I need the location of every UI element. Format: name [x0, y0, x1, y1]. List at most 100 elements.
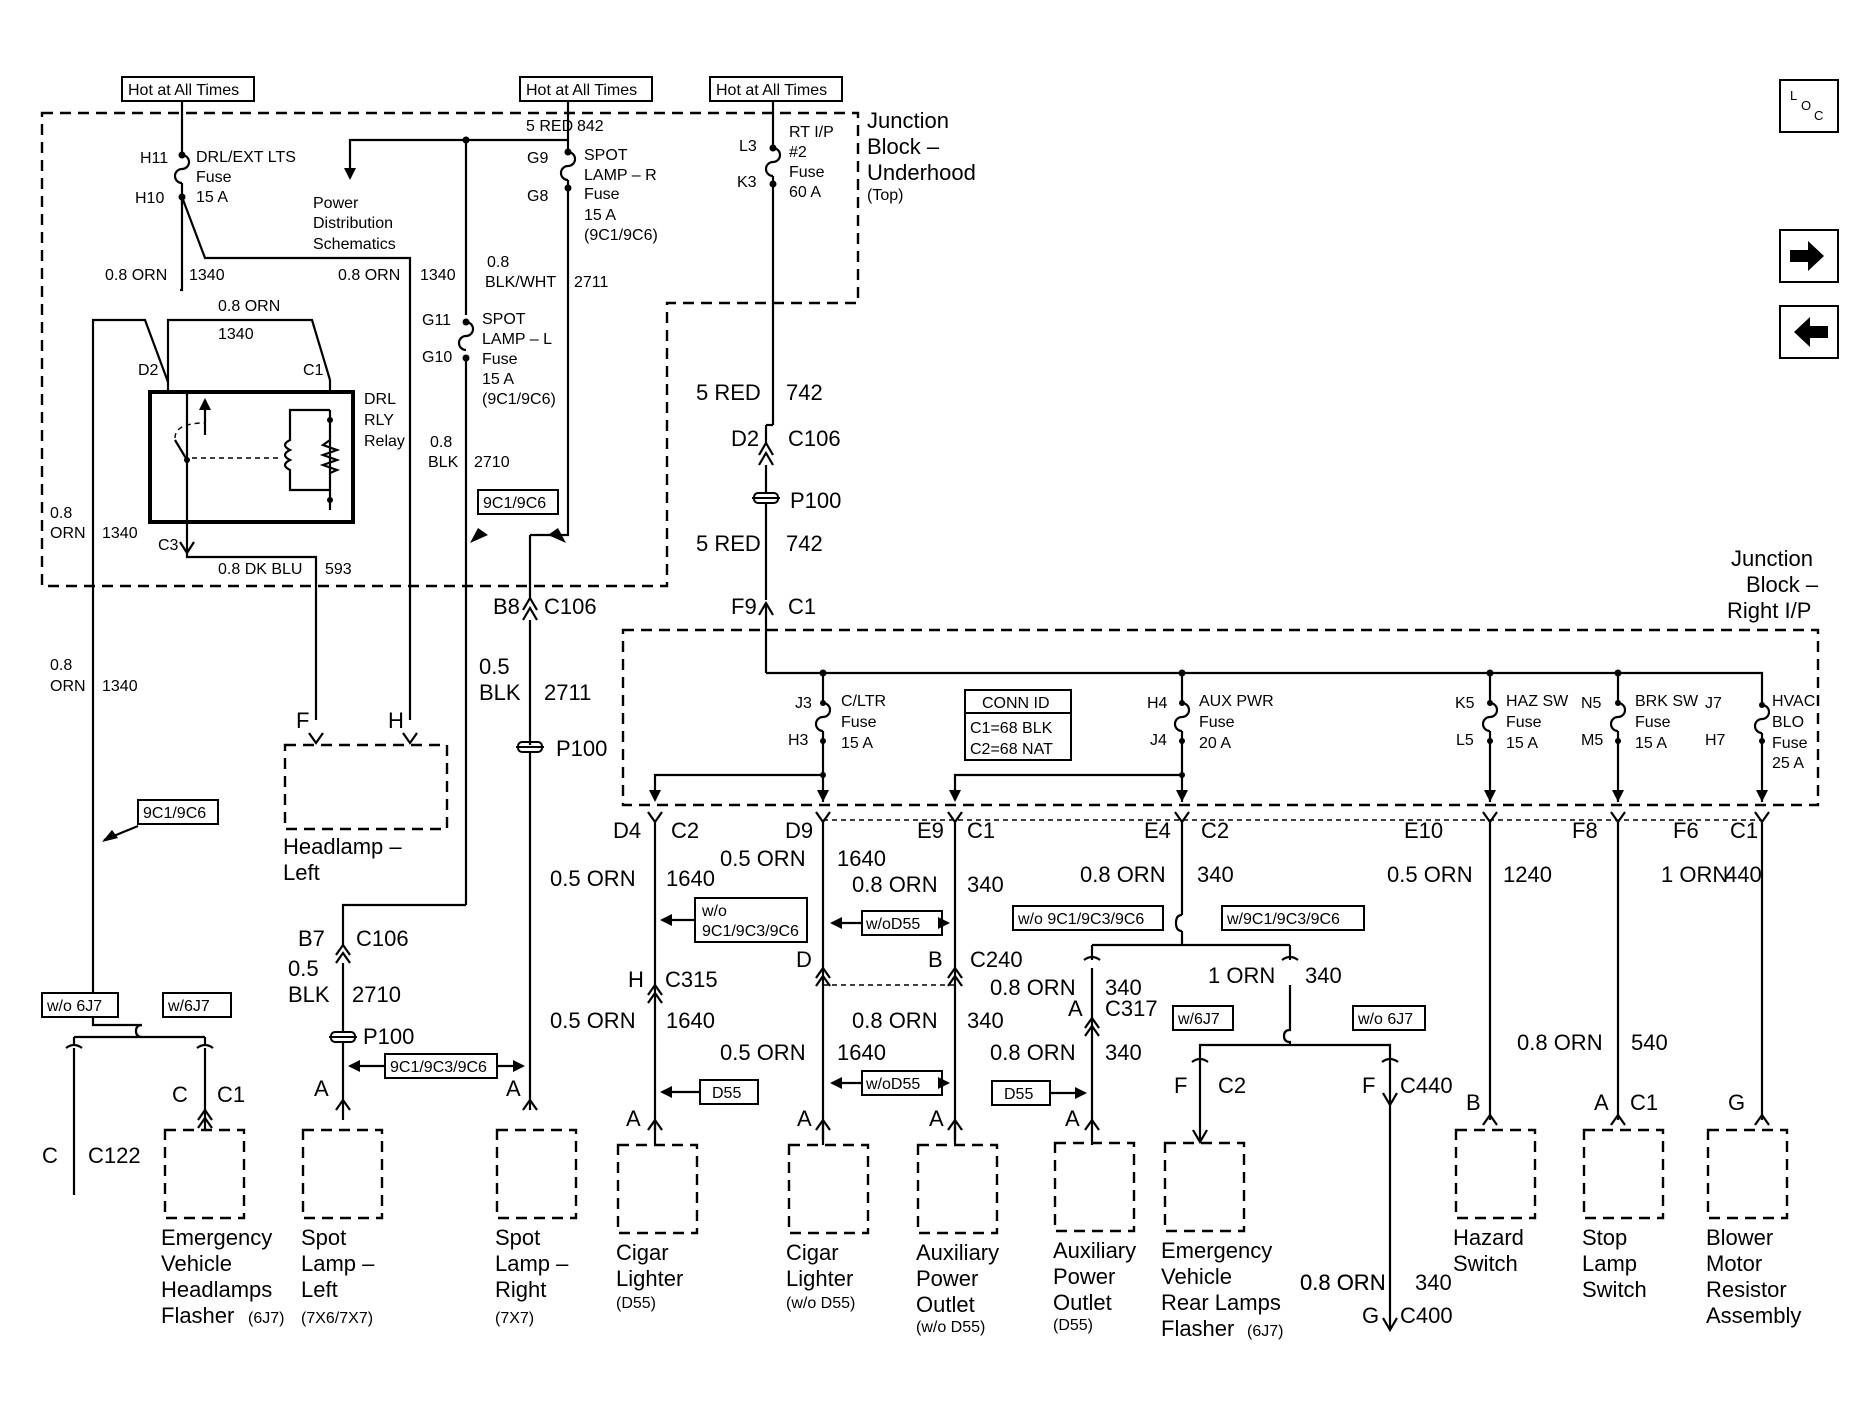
svg-text:ORN: ORN — [50, 678, 86, 695]
svg-text:Spot: Spot — [495, 1225, 540, 1250]
svg-text:0.8: 0.8 — [50, 505, 72, 522]
ip-connector-row: D4 C2 D9 E9 C1 E4 C2 E10 F8 F6 C1 — [613, 818, 1758, 843]
svg-text:0.5: 0.5 — [479, 654, 510, 679]
next-page-button[interactable] — [1779, 229, 1839, 283]
svg-text:2711: 2711 — [574, 274, 609, 291]
conn-h-c315: H C315 — [628, 967, 718, 1004]
junction-underhood-label: Junction Block – Underhood (Top) — [867, 108, 976, 204]
svg-text:J3: J3 — [795, 695, 812, 712]
svg-text:Right: Right — [495, 1277, 546, 1302]
svg-text:G: G — [1362, 1303, 1379, 1328]
svg-text:L3: L3 — [739, 138, 757, 155]
left-orn-label: 0.8 ORN 1340 — [50, 657, 138, 695]
svg-text:C400: C400 — [1400, 1303, 1453, 1328]
option-w6j7-box: w/6J7 — [162, 992, 232, 1018]
svg-text:C1: C1 — [1730, 818, 1758, 843]
option-w6j7-r-box: w/6J7 — [1172, 1005, 1234, 1031]
brk-sw-fuse: N5 M5 BRK SW Fuse 15 A — [1581, 673, 1699, 802]
junction-block-underhood-outline — [40, 111, 860, 588]
svg-text:F: F — [1362, 1073, 1375, 1098]
svg-text:Fuse: Fuse — [1772, 735, 1808, 752]
svg-text:E4: E4 — [1144, 818, 1171, 843]
svg-text:K5: K5 — [1455, 695, 1475, 712]
spot-l-fuse: G11 G10 SPOT LAMP – L Fuse 15 A (9C1/9C6… — [422, 311, 556, 905]
wire-drl-out-left — [180, 197, 184, 292]
svg-text:340: 340 — [967, 1008, 1004, 1033]
svg-text:Headlamp –: Headlamp – — [283, 834, 402, 859]
svg-text:1 ORN: 1 ORN — [1661, 862, 1728, 887]
svg-text:D2: D2 — [138, 362, 159, 379]
option-w9c-aux-box: w/9C1/9C3/9C6 — [1221, 905, 1365, 931]
svg-text:742: 742 — [786, 531, 823, 556]
svg-text:(D55): (D55) — [616, 1295, 656, 1312]
svg-text:0.5 ORN: 0.5 ORN — [720, 846, 806, 871]
wire-drl-out-right — [180, 196, 412, 720]
svg-text:593: 593 — [325, 561, 352, 578]
svg-text:Flasher: Flasher — [161, 1303, 234, 1328]
svg-text:742: 742 — [786, 380, 823, 405]
svg-text:F9: F9 — [731, 594, 757, 619]
wire-593 — [179, 522, 318, 720]
svg-text:E9: E9 — [917, 818, 944, 843]
option-wod55-box-2: w/oD55 — [830, 1070, 950, 1096]
svg-text:AUX PWR: AUX PWR — [1199, 693, 1274, 710]
hot-label-2: Hot at All Times — [519, 76, 653, 102]
svg-text:D55: D55 — [1004, 1086, 1033, 1103]
rightip-bus — [766, 671, 1764, 700]
svg-text:Headlamps: Headlamps — [161, 1277, 272, 1302]
svg-text:C2: C2 — [671, 818, 699, 843]
svg-text:Fuse: Fuse — [789, 164, 825, 181]
svg-text:A: A — [1594, 1090, 1609, 1115]
svg-text:5 RED: 5 RED — [696, 380, 761, 405]
svg-text:340: 340 — [1105, 1040, 1142, 1065]
svg-text:540: 540 — [1631, 1030, 1668, 1055]
svg-text:0.8 ORN: 0.8 ORN — [990, 975, 1076, 1000]
svg-text:Motor: Motor — [1706, 1251, 1762, 1276]
svg-text:G10: G10 — [422, 349, 452, 366]
svg-text:F: F — [296, 708, 309, 733]
svg-text:15 A: 15 A — [841, 735, 873, 752]
svg-text:Vehicle: Vehicle — [161, 1251, 232, 1276]
svg-text:15 A: 15 A — [196, 189, 228, 206]
svg-text:C317: C317 — [1105, 996, 1158, 1021]
svg-text:C106: C106 — [544, 594, 597, 619]
prev-page-button[interactable] — [1779, 305, 1839, 359]
svg-text:0.8 ORN: 0.8 ORN — [852, 1008, 938, 1033]
conn-a-c1-stop: A C1 — [1594, 1090, 1658, 1126]
svg-text:Underhood: Underhood — [867, 160, 976, 185]
svg-text:1640: 1640 — [666, 1008, 715, 1033]
wire-aux-left — [953, 773, 1182, 800]
headlamp-left: F H Headlamp – Left — [283, 708, 449, 885]
svg-text:Right I/P: Right I/P — [1727, 598, 1811, 623]
svg-text:Fuse: Fuse — [482, 351, 518, 368]
option-d55-box-1: D55 — [660, 1079, 759, 1105]
loc-button[interactable]: L O C — [1779, 79, 1839, 133]
svg-text:340: 340 — [967, 872, 1004, 897]
svg-text:440: 440 — [1725, 862, 1762, 887]
svg-text:P100: P100 — [790, 488, 841, 513]
conn-f-c440: F C440 — [1362, 1057, 1453, 1333]
svg-text:1640: 1640 — [837, 1040, 886, 1065]
spot-right-pin — [522, 1098, 538, 1111]
svg-text:BRK SW: BRK SW — [1635, 693, 1699, 710]
spot-lamp-right: Spot Lamp – Right (7X7) — [495, 1128, 578, 1327]
conn-a-c317: A C317 — [1068, 996, 1158, 1037]
hot-label-1: Hot at All Times — [121, 76, 255, 102]
svg-text:G8: G8 — [527, 188, 548, 205]
svg-text:Switch: Switch — [1453, 1251, 1518, 1276]
svg-text:M5: M5 — [1581, 732, 1603, 749]
svg-text:2711: 2711 — [544, 680, 591, 705]
svg-text:J7: J7 — [1705, 695, 1722, 712]
svg-text:(7X6/7X7): (7X6/7X7) — [301, 1310, 373, 1327]
svg-text:J4: J4 — [1150, 732, 1167, 749]
pin-a-spot-right: A — [506, 1076, 521, 1101]
junction-right-ip-label: Junction Block – Right I/P — [1727, 546, 1819, 623]
svg-text:w/o 6J7: w/o 6J7 — [46, 998, 102, 1015]
svg-text:C1: C1 — [788, 594, 816, 619]
option-wo9c-aux-box: w/o 9C1/9C3/9C6 — [1012, 905, 1164, 931]
svg-text:C315: C315 — [665, 967, 718, 992]
svg-text:w/6J7: w/6J7 — [167, 998, 210, 1015]
svg-text:BLK: BLK — [479, 680, 521, 705]
svg-text:Assembly: Assembly — [1706, 1303, 1801, 1328]
